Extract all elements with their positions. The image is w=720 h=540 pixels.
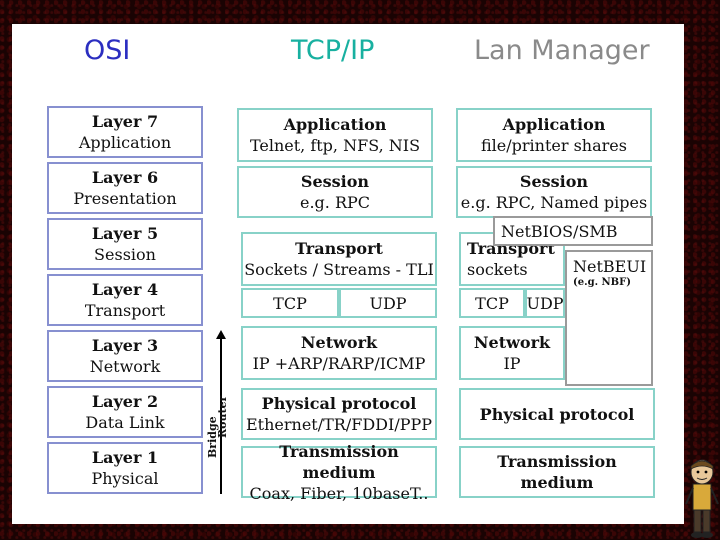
lanman-netbios: NetBIOS/SMB: [493, 216, 653, 246]
tcpip-tcp-label: TCP: [273, 293, 307, 313]
tcpip-physical: Physical protocol Ethernet/TR/FDDI/PPP: [241, 388, 437, 440]
lanman-medium: Transmission medium: [459, 446, 655, 498]
osi-layer-desc: Presentation: [73, 189, 177, 208]
lanman-session: Session e.g. RPC, Named pipes: [456, 166, 652, 218]
lanman-session-detail: e.g. RPC, Named pipes: [460, 193, 648, 212]
tcpip-physical-title: Physical protocol: [261, 394, 417, 413]
osi-layer-desc: Application: [78, 133, 172, 152]
tcpip-application: Application Telnet, ftp, NFS, NIS: [237, 108, 433, 162]
lanman-medium-title: Transmission medium: [497, 452, 617, 492]
osi-layer-4: Layer 4 Transport: [47, 274, 203, 326]
lanman-application-detail: file/printer shares: [481, 136, 627, 155]
osi-layer-desc: Physical: [91, 469, 159, 488]
lanman-udp-label: UDP: [526, 293, 564, 313]
osi-layer-name: Layer 1: [91, 448, 159, 467]
lanman-application: Application file/printer shares: [456, 108, 652, 162]
tcpip-network-detail: IP +ARP/RARP/ICMP: [252, 354, 426, 373]
lanman-application-title: Application: [502, 115, 606, 134]
osi-layer-3: Layer 3 Network: [47, 330, 203, 382]
lanman-network-title: Network: [473, 333, 551, 352]
osi-layer-desc: Network: [89, 357, 161, 376]
tcpip-header: TCP/IP: [291, 35, 375, 66]
lanman-physical-title: Physical protocol: [479, 404, 635, 424]
tcpip-transport-title: Transport: [295, 239, 383, 258]
osi-layer-2: Layer 2 Data Link: [47, 386, 203, 438]
osi-layer-name: Layer 4: [91, 280, 159, 299]
lanman-network: Network IP: [459, 326, 565, 380]
lanman-tcp-label: TCP: [475, 293, 509, 313]
tcpip-medium: Transmission medium Coax, Fiber, 10baseT…: [241, 442, 437, 503]
osi-layer-name: Layer 3: [91, 336, 159, 355]
osi-layer-6: Layer 6 Presentation: [47, 162, 203, 214]
tcpip-tcp: TCP: [241, 288, 339, 318]
osi-layer-1: Layer 1 Physical: [47, 442, 203, 494]
osi-layer-name: Layer 7: [91, 112, 159, 131]
lanman-udp: UDP: [525, 288, 565, 318]
tcpip-session-title: Session: [300, 172, 370, 191]
lanman-header: Lan Manager: [474, 35, 650, 66]
lanman-netbios-label: NetBIOS/SMB: [501, 221, 618, 241]
osi-header: OSI: [84, 35, 131, 66]
tcpip-transport-detail: Sockets / Streams - TLI: [244, 260, 434, 279]
device-arrow-line: [220, 338, 222, 494]
lanman-network-detail: IP: [503, 354, 521, 373]
lanman-transport-detail: sockets: [467, 260, 528, 279]
osi-layer-desc: Data Link: [85, 413, 165, 432]
tcpip-medium-detail: Coax, Fiber, 10baseT..: [249, 483, 429, 503]
osi-layer-name: Layer 5: [91, 224, 159, 243]
osi-layer-name: Layer 2: [91, 392, 159, 411]
device-arrow-head: [216, 330, 226, 339]
osi-layer-desc: Transport: [84, 301, 166, 320]
tcpip-network-title: Network: [300, 333, 378, 352]
osi-layer-7: Layer 7 Application: [47, 106, 203, 158]
tcpip-application-title: Application: [283, 115, 387, 134]
lanman-netbeui-title: NetBEUI: [573, 257, 647, 276]
osi-layer-desc: Session: [94, 245, 156, 264]
tcpip-udp: UDP: [339, 288, 437, 318]
tcpip-medium-title: Transmission medium: [279, 441, 399, 482]
lanman-session-title: Session: [519, 172, 589, 191]
osi-layer-name: Layer 6: [91, 168, 159, 187]
cartoon-character-icon: [685, 459, 719, 538]
tcpip-session: Session e.g. RPC: [237, 166, 433, 218]
tcpip-network: Network IP +ARP/RARP/ICMP: [241, 326, 437, 380]
tcpip-transport: Transport Sockets / Streams - TLI: [241, 232, 437, 286]
lanman-netbeui-detail: (e.g. NBF): [573, 277, 631, 288]
lanman-netbeui: NetBEUI (e.g. NBF): [565, 250, 653, 386]
tcpip-application-detail: Telnet, ftp, NFS, NIS: [249, 136, 421, 155]
tcpip-session-detail: e.g. RPC: [299, 193, 371, 212]
router-label: Router: [216, 395, 229, 438]
lanman-tcp: TCP: [459, 288, 525, 318]
lanman-physical: Physical protocol: [459, 388, 655, 440]
tcpip-udp-label: UDP: [369, 293, 407, 313]
osi-layer-5: Layer 5 Session: [47, 218, 203, 270]
tcpip-physical-detail: Ethernet/TR/FDDI/PPP: [246, 415, 432, 434]
